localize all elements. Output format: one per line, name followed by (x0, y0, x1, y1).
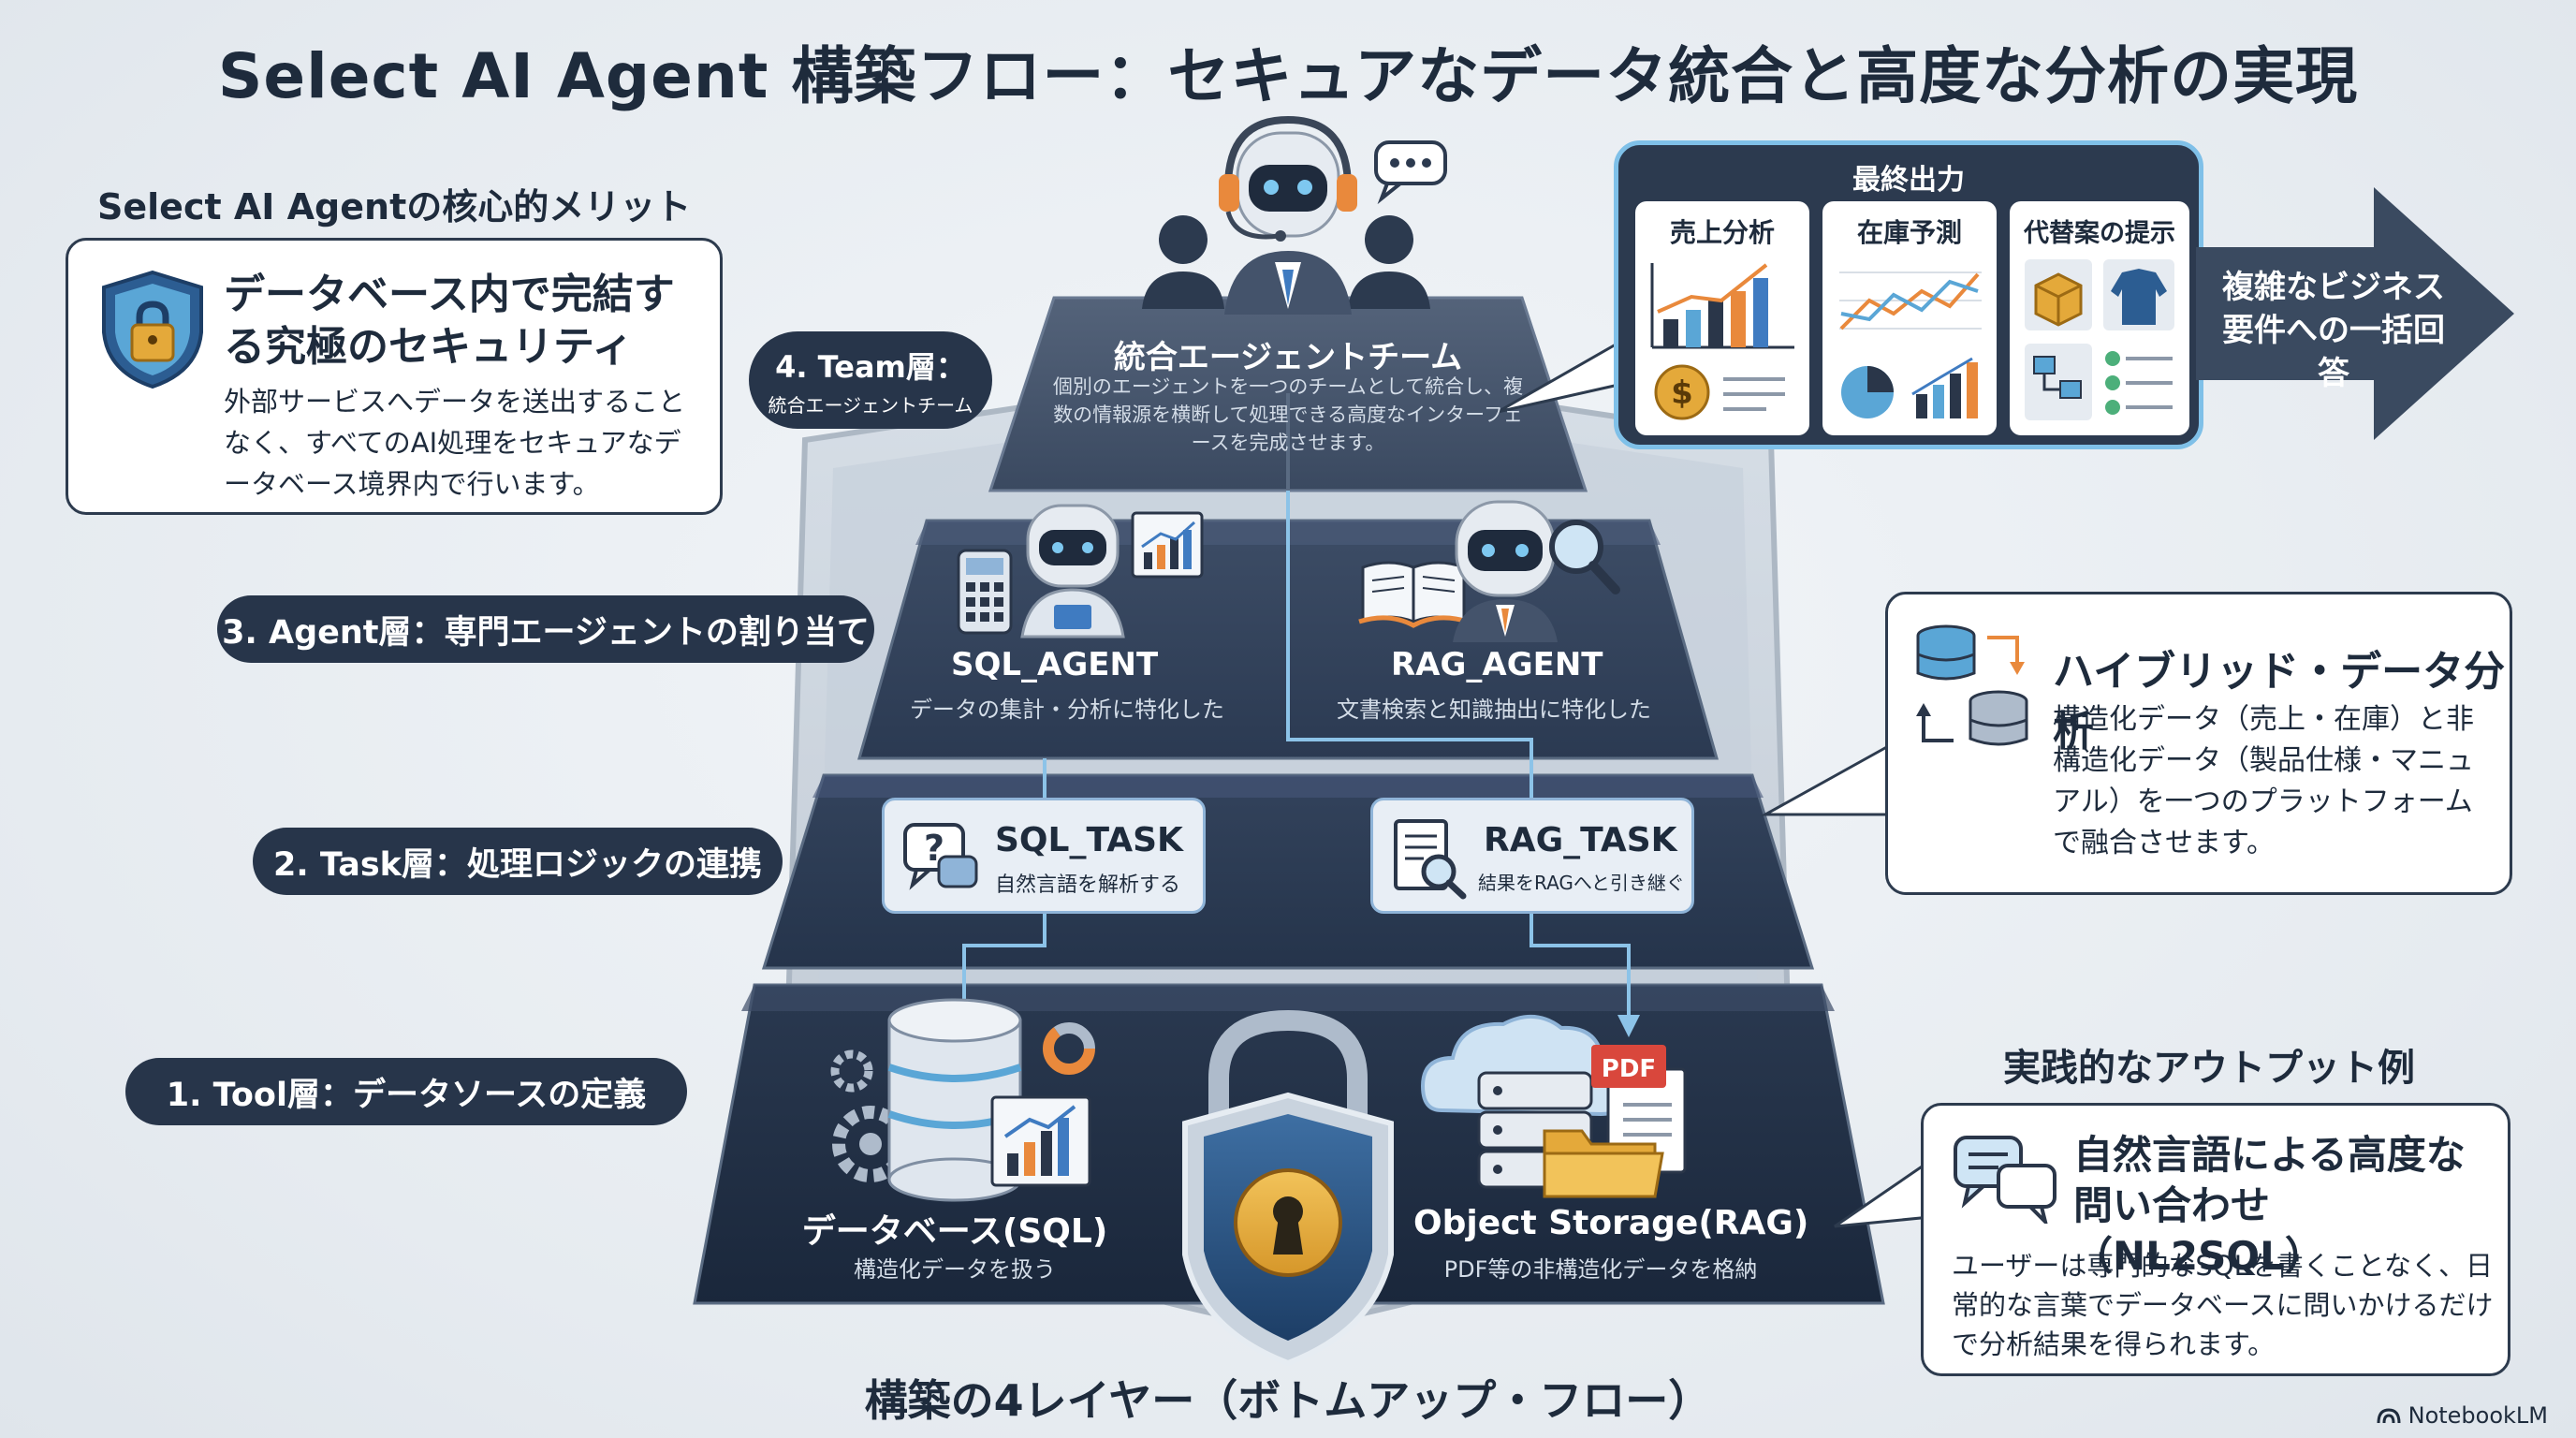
donut-chart-icon (1043, 1022, 1095, 1075)
coin-icon (1654, 364, 1710, 420)
task-layer-pill: 2. Task層：処理ロジックの連携 (253, 828, 783, 895)
book-icon (1358, 561, 1469, 628)
shield-lock-icon (102, 270, 203, 389)
final-output-panel: 最終出力 売上分析 $ 在庫予測 代替案の提示 (1614, 140, 2203, 449)
hybrid-card: ハイブリッド・データ分析 構造化データ（売上・在庫）と非構造化データ（製品仕様・… (1885, 592, 2512, 895)
chat-bubbles-icon (1954, 1136, 2056, 1224)
security-lock-icon (1182, 1009, 1394, 1367)
rag-agent-robot-icon (1453, 500, 1558, 642)
security-title: データベース内で完結する究極のセキュリティ (224, 271, 675, 371)
database-desc: 構造化データを扱う (854, 1256, 1056, 1283)
checklist-icon (2105, 351, 2173, 415)
pdf-label: PDF (1602, 1055, 1656, 1083)
sql-agent-robot-icon (1020, 504, 1125, 638)
tool-chart-icon (990, 1095, 1091, 1187)
tool-layer-pill: 1. Tool層：データソースの定義 (125, 1058, 687, 1125)
sql-task-box[interactable]: ? SQL_TASK 自然言語を解析する (882, 798, 1206, 914)
rag-task-desc: 結果をRAGへと引き継ぐ (1478, 872, 1685, 894)
arrow-text: 複雑なビジネス要件への一括回答 (2222, 269, 2445, 392)
brand-name: NotebookLM (2408, 1402, 2548, 1429)
page-title: Select AI Agent 構築フロー：セキュアなデータ統合と高度な分析の実… (217, 40, 2359, 112)
folder-icon (1543, 1129, 1664, 1198)
security-body: 外部サービスへデータを送出することなく、すべてのAI処理をセキュアなデータベース… (224, 386, 686, 500)
result-arrow-icon (2196, 187, 2514, 440)
forecast-chart-icon (1839, 271, 1982, 418)
output-card-sales[interactable]: 売上分析 $ (1635, 201, 1809, 435)
sql-agent-name: SQL_AGENT (951, 646, 1159, 683)
team-people-icon (1142, 115, 1447, 315)
sql-task-name: SQL_TASK (995, 821, 1183, 859)
hybrid-database-icon (1916, 624, 2028, 746)
alternatives-icon (2025, 259, 2174, 420)
document-search-icon (1394, 819, 1467, 900)
jacket-icon (2111, 269, 2167, 325)
security-card: データベース内で完結する究極のセキュリティ 外部サービスへデータを送出することな… (66, 238, 723, 515)
sql-task-desc: 自然言語を解析する (995, 873, 1181, 897)
team-pill-title: 4. Team層： (775, 348, 966, 385)
practical-card: 自然言語による高度な問い合わせ（NL2SQL） ユーザーは専門的なSQLを書くこ… (1921, 1103, 2510, 1376)
practical-title: 自然言語による高度な問い合わせ（NL2SQL） (2073, 1132, 2466, 1279)
svg-text:$: $ (1671, 374, 1693, 412)
practical-body: ユーザーは専門的なSQLを書くことなく、日常的な言葉でデータベースに問いかけるだ… (1952, 1250, 2494, 1360)
team-layer-desc: 個別のエージェントを一つのチームとして統合し、複数の情報源を横断して処理できる高… (1052, 375, 1524, 454)
rag-agent-desc: 文書検索と知識抽出に特化した (1337, 697, 1651, 723)
sales-chart-icon: $ (1650, 263, 1794, 420)
object-storage-desc: PDF等の非構造化データを格納 (1443, 1256, 1758, 1283)
output-card-inventory[interactable]: 在庫予測 (1822, 201, 1997, 435)
team-layer-pill: 4. Team層： 統合エージェントチーム (749, 331, 992, 429)
magnifier-icon (1549, 520, 1620, 594)
output-card-alternatives-label: 代替案の提示 (2024, 219, 2175, 248)
team-pill-sub: 統合エージェントチーム (768, 393, 973, 417)
hybrid-title: ハイブリッド・データ分析 (2053, 648, 2506, 756)
hybrid-body: 構造化データ（売上・在庫）と非構造化データ（製品仕様・マニュアル）を一つのプラッ… (2053, 703, 2474, 859)
svg-text:?: ? (924, 828, 944, 869)
layers-caption: 構築の4レイヤー（ボトムアップ・フロー） (864, 1375, 1712, 1426)
notebooklm-logo-icon (2377, 1408, 2401, 1424)
rag-agent-name: RAG_AGENT (1391, 646, 1603, 683)
sql-agent-chart-icon (1131, 511, 1204, 579)
output-card-sales-label: 売上分析 (1669, 217, 1775, 248)
question-chat-icon: ? (903, 823, 978, 890)
database-name: データベース(SQL) (801, 1212, 1108, 1251)
output-card-inventory-label: 在庫予測 (1856, 217, 1962, 248)
rag-task-box[interactable]: RAG_TASK 結果をRAGへと引き継ぐ (1370, 798, 1694, 914)
team-layer-title: 統合エージェントチーム (1113, 339, 1463, 376)
sql-agent-desc: データの集計・分析に特化した (910, 697, 1224, 723)
rag-task-name: RAG_TASK (1484, 821, 1677, 859)
merits-heading: Select AI Agentの核心的メリット (97, 186, 692, 227)
calculator-icon (957, 549, 1013, 635)
agent-layer-pill: 3. Agent層：専門エージェントの割り当て (217, 595, 874, 663)
brand-logo: NotebookLM (2377, 1402, 2548, 1429)
practical-heading: 実践的なアウトプット例 (2003, 1047, 2415, 1090)
output-card-alternatives[interactable]: 代替案の提示 (2010, 201, 2189, 435)
object-storage-name: Object Storage(RAG) (1413, 1204, 1809, 1242)
database-icon (887, 998, 1022, 1202)
final-output-heading: 最終出力 (1852, 164, 1965, 197)
